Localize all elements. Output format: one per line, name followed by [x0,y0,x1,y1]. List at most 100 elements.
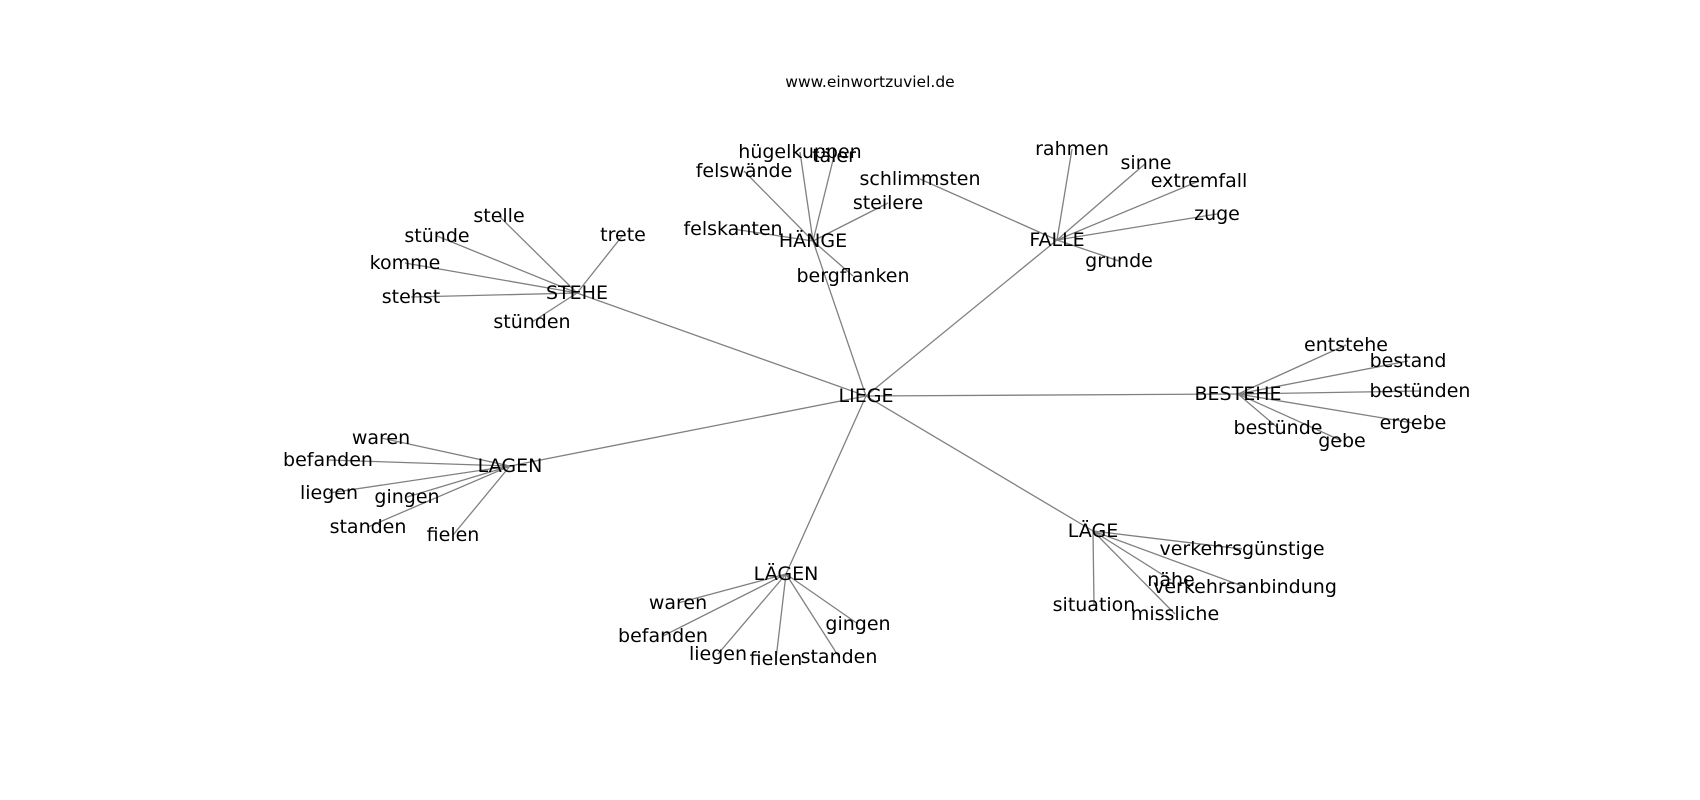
edge-hub-to-leaf [1056,148,1073,241]
edge-center-to-hub [509,395,867,467]
leaf-node-label: ergebe [1380,412,1447,434]
edge-hub-to-leaf [1237,393,1279,429]
edge-hub-to-leaf [406,465,511,498]
edge-hub-to-leaf [919,178,1058,241]
edge-hub-to-leaf [452,465,511,536]
leaf-node-label: felswände [696,160,793,182]
edge-hub-to-leaf [799,151,814,242]
edge-hub-to-leaf [717,573,787,655]
edge-hub-to-leaf [662,573,787,637]
edge-center-to-hub [865,393,1239,397]
leaf-node-label: steilere [853,192,923,214]
leaf-node-label: zuge [1194,203,1240,225]
edge-hub-to-leaf [812,202,889,242]
edge-hub-to-leaf [1056,213,1218,241]
leaf-node-label: gingen [374,486,439,508]
edge-hub-to-leaf [380,437,511,467]
edge-hub-to-leaf [812,155,835,242]
leaf-node-label: felskanten [683,218,782,240]
leaf-node-label: stelle [473,205,524,227]
edge-hub-to-leaf [1056,239,1120,262]
leaf-node-label: extremfall [1151,170,1248,192]
leaf-node-label: verkehrsgünstige [1159,538,1324,560]
edge-hub-to-leaf [1092,530,1095,606]
edge-hub-to-leaf [498,215,578,294]
leaf-node-label: stünde [404,225,469,247]
edge-hub-to-leaf [410,292,578,298]
leaf-node-label: sinne [1121,152,1172,174]
edge-hub-to-leaf [677,573,787,604]
leaf-node-label: liegen [300,482,358,504]
center-node-label: LIEGE [839,385,894,407]
leaf-node-label: rahmen [1035,138,1109,160]
edge-hub-to-leaf [404,262,578,294]
leaf-node-label: grunde [1085,250,1153,272]
leaf-node-label: waren [352,427,410,449]
leaf-node-label: verkehrsanbindung [1153,576,1337,598]
leaf-node-label: standen [801,646,878,668]
leaf-node-label: bestünde [1234,417,1323,439]
hub-node-label: LÄGE [1068,519,1118,542]
edge-center-to-hub [812,240,867,397]
leaf-node-label: liegen [689,643,747,665]
leaf-node-label: bergflanken [797,265,910,287]
graph-title: www.einwortzuviel.de [785,73,954,91]
leaf-node-label: befanden [618,625,708,647]
edge-hub-to-leaf [1237,360,1409,395]
leaf-node-label: entstehe [1304,334,1388,356]
edge-center-to-hub [865,395,1094,532]
edge-hub-to-leaf [1092,530,1246,588]
leaf-node-label: täler [812,145,856,167]
leaf-node-label: stünden [493,311,570,333]
leaf-node-label: missliche [1131,603,1219,625]
leaf-node-label: stehst [382,286,440,308]
hub-node-label: BESTEHE [1194,383,1281,405]
edge-hub-to-leaf [743,170,814,242]
edge-hub-to-leaf [812,240,854,277]
edge-hub-to-leaf [732,228,814,242]
leaf-node-label: schlimmsten [859,168,980,190]
edge-hub-to-leaf [785,573,859,625]
leaf-node-label: hügelkuppen [738,141,861,163]
leaf-node-label: gebe [1318,430,1366,452]
leaf-node-label: situation [1053,594,1136,616]
edge-hub-to-leaf [1092,530,1172,581]
leaf-node-label: waren [649,592,707,614]
leaf-node-label: gingen [825,613,890,635]
hub-node-label: LAGEN [478,455,543,477]
edge-hub-to-leaf [328,465,511,494]
edge-hub-to-leaf [1237,390,1421,395]
edge-hub-to-leaf [1092,530,1243,550]
leaf-node-label: standen [330,516,407,538]
hub-node-label: FALLE [1029,229,1084,251]
leaf-node-label: befanden [283,449,373,471]
hub-node-label: LÄGEN [754,562,819,585]
edge-hub-to-leaf [1092,530,1176,615]
edge-center-to-hub [865,239,1058,397]
leaf-node-label: bestand [1370,350,1447,372]
edge-hub-to-leaf [436,235,578,294]
edge-center-to-hub [576,292,867,397]
edge-hub-to-leaf [1056,162,1147,241]
edge-hub-to-leaf [1056,180,1200,241]
hub-node-label: STEHE [546,282,608,304]
edge-hub-to-leaf [1237,393,1414,424]
leaf-node-label: fielen [427,524,480,546]
edge-hub-to-leaf [327,459,511,467]
leaf-node-label: nähe [1147,569,1194,591]
leaf-node-label: trete [600,224,646,246]
graph-edges [327,148,1421,660]
edge-hub-to-leaf [775,573,787,660]
leaf-node-label: bestünden [1370,380,1471,402]
edge-hub-to-leaf [576,234,624,294]
edge-center-to-hub [785,395,867,575]
edge-hub-to-leaf [531,292,578,323]
edge-hub-to-leaf [785,573,840,658]
leaf-node-label: fielen [750,648,803,670]
edge-hub-to-leaf [1237,393,1343,442]
leaf-node-label: komme [370,252,441,274]
hub-node-label: HÄNGE [779,229,847,252]
edge-hub-to-leaf [367,465,511,528]
